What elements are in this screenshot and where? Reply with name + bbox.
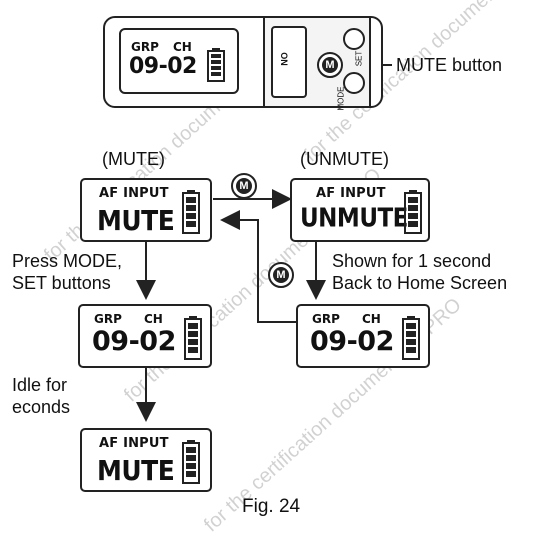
mute-m-button[interactable]: M bbox=[317, 52, 343, 78]
device-on-label: ON bbox=[278, 52, 289, 66]
state-mute-label: (MUTE) bbox=[102, 149, 165, 169]
note-press-line-1: Press MODE, bbox=[12, 251, 123, 271]
lcd-channel-number: 09-02 bbox=[92, 326, 176, 357]
lcd-grp-label: GRP bbox=[312, 312, 340, 326]
note-shown-line-1: Shown for 1 second bbox=[332, 251, 492, 271]
lcd-af-input-label: AF INPUT bbox=[99, 186, 169, 201]
lcd-home-screen-2: GRP CH 09-02 bbox=[296, 304, 430, 368]
lcd-channel-number: 09-02 bbox=[310, 326, 394, 357]
lcd-mute-screen: AF INPUT MUTE bbox=[80, 178, 212, 242]
note-idle-line-1: Idle for bbox=[12, 375, 68, 395]
lcd-unmute-screen: AF INPUT UNMUTE bbox=[290, 178, 430, 242]
lcd-af-input-label: AF INPUT bbox=[316, 186, 386, 201]
mode-button[interactable] bbox=[343, 72, 365, 94]
device-ch-label: CH bbox=[173, 40, 192, 54]
mode-label: MODE bbox=[336, 86, 346, 111]
note-shown-duration: Shown for 1 second Back to Home Screen bbox=[332, 250, 507, 294]
m-glyph-icon: M bbox=[322, 57, 338, 73]
mute-button-callout: MUTE button bbox=[396, 55, 503, 75]
lcd-mute-screen-2: AF INPUT MUTE bbox=[80, 428, 212, 492]
lcd-home-screen-1: GRP CH 09-02 bbox=[78, 304, 212, 368]
note-press-buttons: Press MODE, SET buttons bbox=[12, 250, 122, 294]
device-lcd: GRP CH 09-02 bbox=[119, 28, 239, 94]
device-control-panel: ON M SET MODE bbox=[263, 16, 371, 111]
device-slot bbox=[271, 26, 307, 98]
device-channel-number: 09-02 bbox=[129, 54, 197, 79]
battery-icon bbox=[182, 190, 200, 234]
note-shown-line-2: Back to Home Screen bbox=[332, 273, 508, 293]
lcd-mute-text: MUTE bbox=[97, 204, 175, 237]
lcd-mute-text: MUTE bbox=[97, 454, 175, 487]
figure-caption: Fig. 24 bbox=[242, 496, 301, 517]
battery-icon bbox=[402, 316, 420, 360]
set-label: SET bbox=[354, 50, 364, 67]
device-battery-icon bbox=[207, 48, 225, 82]
lcd-unmute-text: UNMUTE bbox=[300, 204, 408, 234]
battery-icon bbox=[404, 190, 422, 234]
lcd-ch-label: CH bbox=[144, 312, 163, 326]
set-button[interactable] bbox=[343, 28, 365, 50]
m-button-top[interactable]: M bbox=[231, 173, 257, 199]
lcd-ch-label: CH bbox=[362, 312, 381, 326]
device-grp-label: GRP bbox=[131, 40, 159, 54]
lcd-af-input-label: AF INPUT bbox=[99, 436, 169, 451]
m-button-bottom[interactable]: M bbox=[268, 262, 294, 288]
state-unmute-label: (UNMUTE) bbox=[300, 149, 389, 169]
note-idle-line-2: econds bbox=[12, 397, 71, 417]
lcd-grp-label: GRP bbox=[94, 312, 122, 326]
receiver-device: GRP CH 09-02 ON M SET MODE bbox=[103, 16, 383, 111]
m-glyph-icon: M bbox=[236, 178, 252, 194]
note-idle: Idle for econds bbox=[12, 374, 70, 418]
battery-icon bbox=[184, 316, 202, 360]
note-press-line-2: SET buttons bbox=[12, 273, 111, 293]
m-glyph-icon: M bbox=[273, 267, 289, 283]
battery-icon bbox=[182, 440, 200, 484]
